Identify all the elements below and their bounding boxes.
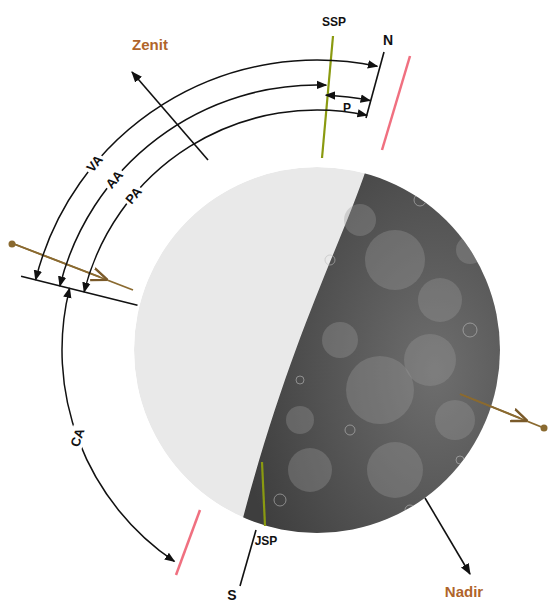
mare-spot xyxy=(435,400,475,440)
sun-dot xyxy=(541,425,548,432)
crater xyxy=(405,505,415,515)
crater xyxy=(274,494,286,506)
sun-direction-in xyxy=(14,244,133,290)
dark-side xyxy=(236,140,520,560)
mare-spot xyxy=(344,204,376,236)
ca-label: CA xyxy=(67,424,88,450)
moon-disc xyxy=(134,140,520,560)
ssp-label: SSP xyxy=(320,15,348,29)
crater xyxy=(414,194,426,206)
sun-direction-out xyxy=(460,394,544,428)
p-arc xyxy=(326,95,370,100)
jsp-line xyxy=(262,462,265,526)
jsp-label: JSP xyxy=(253,534,280,548)
nadir-label: Nadir xyxy=(443,583,485,600)
reference-line xyxy=(21,276,137,305)
mare-spot xyxy=(365,230,425,290)
north-label: N xyxy=(381,32,395,48)
p-label: P xyxy=(341,101,353,115)
ssp-line xyxy=(322,36,333,158)
sun-direction-head xyxy=(14,244,100,277)
mare-spot xyxy=(346,356,414,424)
crater xyxy=(345,425,355,435)
ca-arc xyxy=(62,288,174,561)
sun-dot xyxy=(9,241,16,248)
crater xyxy=(463,323,477,337)
mare-spot xyxy=(286,406,314,434)
mare-spot xyxy=(418,278,462,322)
south-axis xyxy=(240,530,256,586)
aa-arc xyxy=(60,85,326,286)
zenith-arrow xyxy=(132,72,208,160)
mare-spot xyxy=(367,442,423,498)
mare-spot xyxy=(456,236,484,264)
crater xyxy=(296,376,304,384)
mare-spot xyxy=(322,322,358,358)
axis-marker-north xyxy=(382,56,410,150)
crater xyxy=(456,456,464,464)
nadir-arrow xyxy=(425,498,470,574)
zenith-label: Zenit xyxy=(130,36,170,53)
mare-spot xyxy=(288,448,332,492)
sun-direction-head xyxy=(460,394,520,418)
va-arc xyxy=(36,60,378,280)
axis-marker-south xyxy=(176,510,200,575)
crater xyxy=(325,255,335,265)
north-axis xyxy=(366,52,384,118)
south-label: S xyxy=(225,587,238,603)
pa-arc xyxy=(84,110,367,292)
